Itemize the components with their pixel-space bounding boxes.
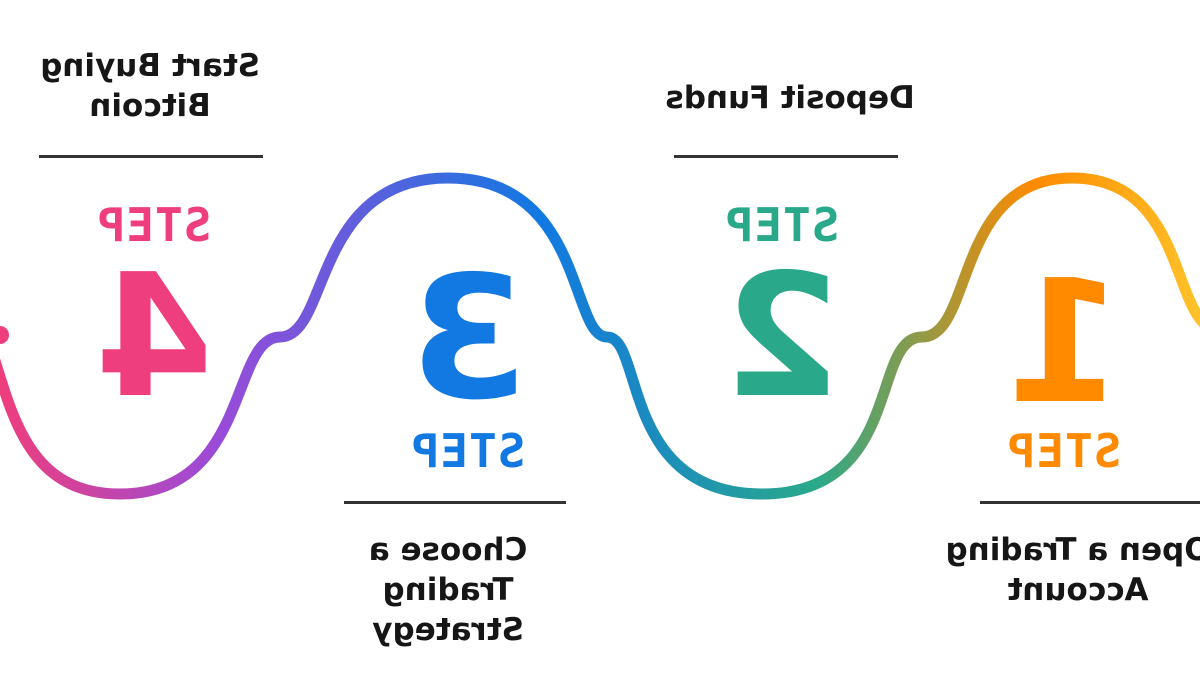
step-3-title-line-2: Strategy bbox=[372, 612, 524, 648]
wave-line bbox=[0, 172, 1200, 500]
step-2-divider bbox=[674, 155, 898, 158]
step-1-title: Open a Trading Account bbox=[938, 530, 1200, 610]
step-2-title-line-1: Deposit Funds bbox=[665, 80, 915, 116]
step-1-divider bbox=[980, 501, 1200, 504]
step-1-number: 1 bbox=[1004, 244, 1124, 442]
step-2-title: Deposit Funds bbox=[650, 78, 930, 118]
step-4-title: Start Buying Bitcoin bbox=[10, 46, 290, 126]
step-4-title-line-2: Bitcoin bbox=[89, 88, 211, 124]
step-1-title-line-1: Open a Trading bbox=[945, 532, 1200, 568]
step-4-divider bbox=[39, 155, 263, 158]
step-3-number: 3 bbox=[408, 240, 528, 438]
step-1-title-line-2: Account bbox=[1007, 572, 1149, 608]
step-3-title-line-1: Choose a Trading bbox=[368, 532, 528, 608]
step-3-title: Choose a Trading Strategy bbox=[308, 530, 588, 650]
step-3-divider bbox=[344, 501, 566, 504]
step-4-number: 4 bbox=[94, 238, 214, 436]
step-4-title-line-1: Start Buying bbox=[40, 48, 260, 84]
step-2-number: 2 bbox=[722, 238, 842, 436]
wave-end-cap bbox=[0, 326, 9, 344]
